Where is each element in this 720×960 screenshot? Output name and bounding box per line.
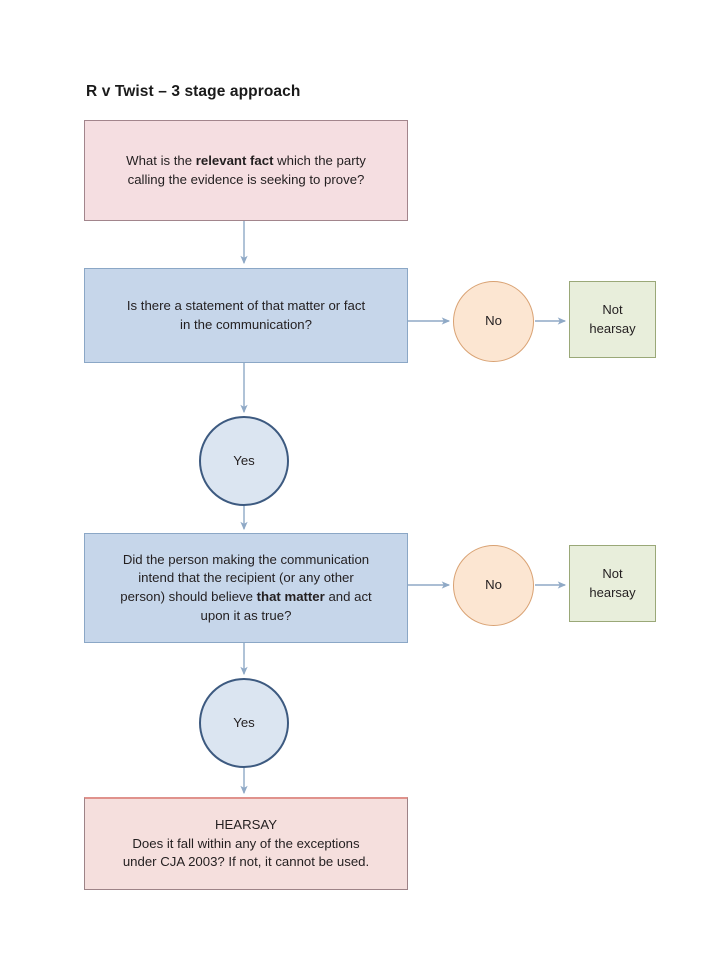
text-segment: What is the bbox=[126, 152, 196, 168]
text-segment: Is there a statement of that matter or f… bbox=[126, 297, 366, 313]
chart-title: R v Twist – 3 stage approach bbox=[86, 83, 301, 100]
node-statement-text: Is there a statement of that matter or f… bbox=[85, 297, 407, 334]
text-segment: Does it fall within any of the exception… bbox=[132, 835, 360, 851]
node-hearsay-text: HEARSAY Does it fall within any of the e… bbox=[85, 816, 407, 872]
node-not-hearsay-1: Not hearsay bbox=[569, 281, 656, 358]
node-not-hearsay-2: Not hearsay bbox=[569, 545, 656, 622]
text-segment: under CJA 2003? If not, it cannot be use… bbox=[122, 854, 370, 870]
node-hearsay-heading: HEARSAY bbox=[214, 816, 278, 832]
node-relevant-fact: What is the relevant fact which the part… bbox=[84, 120, 408, 221]
node-hearsay-outcome: HEARSAY Does it fall within any of the e… bbox=[84, 797, 408, 890]
text-segment: upon it as true? bbox=[200, 607, 292, 623]
text-segment: which the party bbox=[273, 152, 366, 168]
decision-no-2: No bbox=[453, 545, 534, 626]
text-segment: and act bbox=[324, 589, 372, 604]
decision-no-1-label: No bbox=[485, 313, 502, 329]
decision-no-1: No bbox=[453, 281, 534, 362]
decision-yes-1: Yes bbox=[199, 416, 289, 506]
node-not-hearsay-2-text: Not hearsay bbox=[570, 565, 655, 602]
text-segment-bold: relevant fact bbox=[195, 152, 274, 168]
node-not-hearsay-1-text: Not hearsay bbox=[570, 301, 655, 338]
text-segment-bold: that matter bbox=[256, 589, 325, 604]
text-segment: hearsay bbox=[589, 320, 636, 336]
decision-no-2-label: No bbox=[485, 577, 502, 593]
text-segment: in the communication? bbox=[180, 316, 312, 332]
decision-yes-2: Yes bbox=[199, 678, 289, 768]
text-segment: hearsay bbox=[589, 584, 636, 600]
text-segment: intend that the recipient (or any other bbox=[138, 570, 354, 586]
text-segment: Not bbox=[602, 566, 623, 582]
decision-yes-1-label: Yes bbox=[233, 452, 255, 468]
node-intend-question: Did the person making the communication … bbox=[84, 533, 408, 643]
node-relevant-fact-text: What is the relevant fact which the part… bbox=[85, 152, 407, 189]
text-segment: person) should believe bbox=[120, 589, 257, 604]
node-statement-question: Is there a statement of that matter or f… bbox=[84, 268, 408, 363]
text-segment: Not bbox=[602, 302, 623, 318]
text-segment: Did the person making the communication bbox=[122, 551, 370, 567]
node-intend-text: Did the person making the communication … bbox=[85, 551, 407, 626]
text-segment: calling the evidence is seeking to prove… bbox=[127, 171, 365, 187]
decision-yes-2-label: Yes bbox=[233, 714, 255, 730]
